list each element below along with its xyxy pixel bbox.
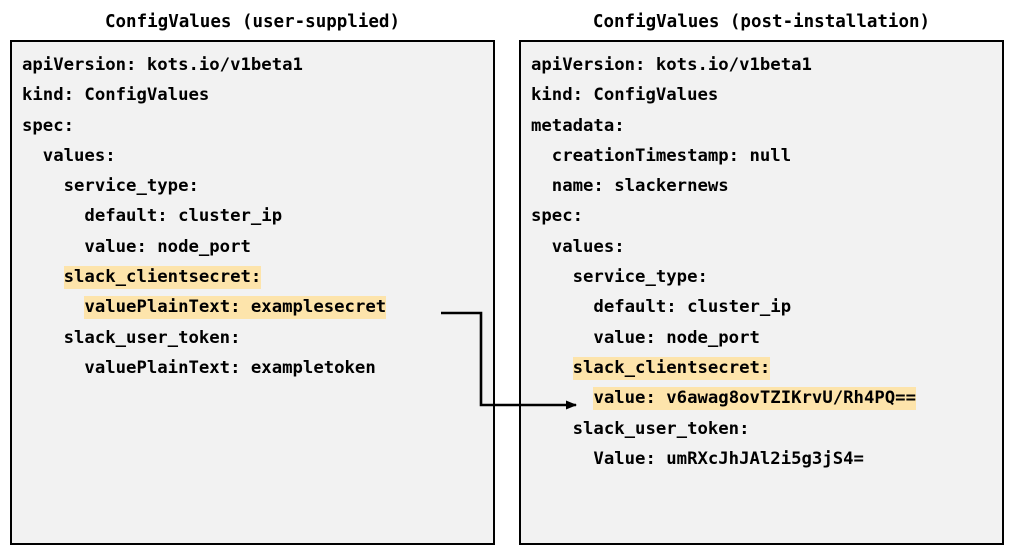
yaml-line: creationTimestamp: null [531,145,792,166]
yaml-line: valuePlainText: exampletoken [22,357,376,378]
highlighted-value: slack_clientsecret: [572,356,771,380]
yaml-line: value: node_port [22,236,251,257]
yaml-line: values: [22,145,116,166]
highlighted-value: slack_clientsecret: [63,266,262,290]
yaml-line: slack_clientsecret: [531,353,998,383]
yaml-line: slack_clientsecret: [22,262,489,292]
yaml-line: kind: ConfigValues [531,85,719,106]
left-panel-title: ConfigValues (user-supplied) [104,12,400,32]
user-supplied-configvalues-panel: apiVersion: kots.io/v1beta1 kind: ConfigV… [10,40,495,545]
yaml-line: spec: [531,206,584,227]
highlighted-value: value: v6awag8ovTZIKrvU/Rh4PQ== [593,387,916,411]
user-supplied-yaml: apiVersion: kots.io/v1beta1 kind: ConfigV… [22,50,489,383]
yaml-line: apiVersion: kots.io/v1beta1 [22,55,303,75]
post-installation-configvalues-panel: apiVersion: kots.io/v1beta1 kind: ConfigV… [519,40,1004,545]
yaml-line: value: node_port [531,327,760,348]
yaml-line: spec: [22,115,75,136]
yaml-line: values: [531,236,625,257]
post-installation-yaml: apiVersion: kots.io/v1beta1 kind: ConfigV… [531,50,998,474]
yaml-line: service_type: [22,176,199,197]
yaml-line: value: v6awag8ovTZIKrvU/Rh4PQ== [531,383,998,413]
yaml-line: valuePlainText: examplesecret [22,292,489,322]
yaml-line: default: cluster_ip [22,206,283,227]
yaml-line: kind: ConfigValues [22,85,210,106]
yaml-line: slack_user_token: [531,418,750,439]
yaml-line: metadata: [531,115,625,136]
highlighted-value: valuePlainText: examplesecret [84,296,387,320]
yaml-line: name: slackernews [531,176,729,197]
yaml-line: service_type: [531,267,708,288]
yaml-line: default: cluster_ip [531,297,792,318]
yaml-line: apiVersion: kots.io/v1beta1 [531,55,812,75]
yaml-line: slack_user_token: [22,327,241,348]
right-panel-title: ConfigValues (post-installation) [592,12,931,32]
yaml-line: Value: umRXcJhJAl2i5g3jS4= [531,448,864,469]
